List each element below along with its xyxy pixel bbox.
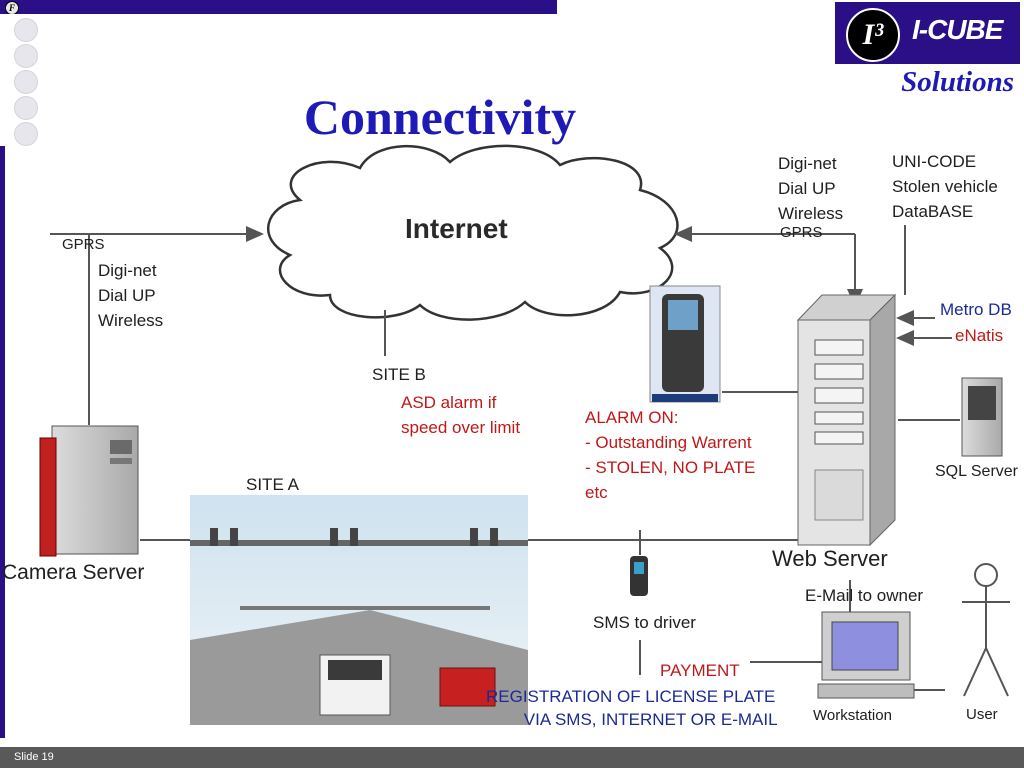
slide-number: Slide 19 — [14, 751, 54, 763]
asd-alarm-label: ASD alarm if speed over limit — [401, 393, 521, 437]
sql-server-label: SQL Server — [935, 463, 1018, 480]
gprs-right-label: GPRS — [780, 224, 823, 241]
left-links-label: Digi-net Dial UP Wireless — [98, 261, 164, 330]
decor-dot-icon — [14, 18, 38, 42]
web-server-label: Web Server — [772, 546, 888, 571]
registration-label: REGISTRATION OF LICENSE PLATE VIA SMS, I… — [486, 687, 778, 729]
payment-label: PAYMENT — [660, 661, 740, 680]
workstation-icon — [817, 611, 915, 699]
database-label: UNI-CODE Stolen vehicle DataBASE — [892, 152, 998, 221]
sql-server-icon — [961, 377, 1003, 457]
right-links-label: Digi-net Dial UP Wireless — [778, 154, 844, 223]
site-a-label: SITE A — [246, 475, 299, 494]
web-server-icon — [796, 293, 897, 547]
user-stick-figure-icon — [962, 563, 1010, 697]
decor-dot-icon — [14, 44, 38, 68]
workstation-label: Workstation — [813, 707, 892, 724]
site-a-highway-image — [190, 495, 528, 725]
user-label: User — [966, 706, 998, 723]
handheld-pda-icon — [649, 285, 721, 403]
decorative-sidebar — [0, 14, 44, 146]
enatis-label: eNatis — [955, 326, 1004, 345]
top-bar — [0, 0, 557, 14]
sms-driver-label: SMS to driver — [593, 613, 696, 632]
site-b-label: SITE B — [372, 365, 426, 384]
gprs-left-label: GPRS — [62, 236, 105, 253]
alarm-on-label: ALARM ON: - Outstanding Warrent - STOLEN… — [585, 408, 756, 502]
camera-server-icon — [39, 425, 139, 557]
brand-logo-text: I-CUBE — [912, 14, 1003, 45]
brand-logo-mark: I³ — [846, 8, 900, 62]
decor-dot-icon — [14, 122, 38, 146]
email-owner-label: E-Mail to owner — [805, 586, 924, 605]
internet-cloud-icon — [267, 144, 679, 321]
mobile-phone-icon — [630, 556, 648, 596]
decor-dot-icon — [14, 70, 38, 94]
internet-label: Internet — [405, 213, 508, 244]
decor-dot-icon — [14, 96, 38, 120]
left-accent-strip — [0, 14, 5, 738]
slide-title: Connectivity — [303, 89, 577, 145]
slide-footer — [0, 747, 1024, 768]
camera-server-label: Camera Server — [2, 561, 145, 584]
metro-db-label: Metro DB — [940, 300, 1012, 319]
brand-tagline: Solutions — [901, 66, 1014, 98]
